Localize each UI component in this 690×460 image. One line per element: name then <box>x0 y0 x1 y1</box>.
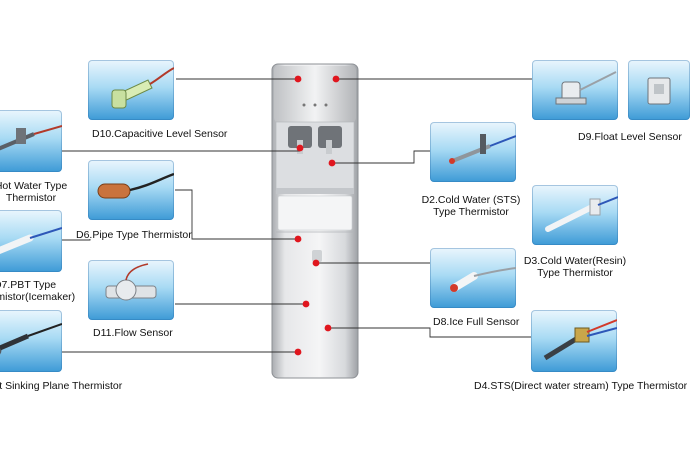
d3-label: D3.Cold Water(Resin) Type Thermistor <box>520 255 630 279</box>
d3-label-line2: Type Thermistor <box>537 267 613 279</box>
sts-direct-stream-thermistor-icon <box>531 310 617 372</box>
hot-water-label-line1: Hot Water Type <box>0 180 68 192</box>
float-level-sensor-alt-icon <box>628 60 690 120</box>
sensor-position-dots <box>294 75 340 356</box>
d7-label: D7.PBT Type Thermistor(Icemaker) <box>0 279 80 303</box>
d11-label: D11.Flow Sensor <box>93 327 173 339</box>
hot-water-label-line2: Thermistor <box>5 192 57 204</box>
cold-water-sts-thermistor-icon <box>430 122 516 182</box>
hot-water-label: Hot Water Type Thermistor <box>0 180 76 204</box>
cold-water-resin-thermistor-icon <box>532 185 618 245</box>
flow-sensor-icon <box>88 260 174 320</box>
pipe-thermistor-icon <box>88 160 174 220</box>
capacitive-level-sensor-icon <box>88 60 174 120</box>
ice-full-sensor-icon <box>430 248 516 308</box>
d2-label-line2: Type Thermistor <box>433 206 509 218</box>
d3-label-line1: D3.Cold Water(Resin) <box>523 255 627 267</box>
d8-label: D8.Ice Full Sensor <box>433 316 520 328</box>
d4-label: D4.STS(Direct water stream) Type Thermis… <box>474 380 688 392</box>
d6-label: D6.Pipe Type Thermistor <box>76 229 192 241</box>
water-dispenser <box>271 63 359 379</box>
heat-sink-thermistor-icon <box>0 310 62 372</box>
leader-lines <box>62 78 532 353</box>
d2-label: D2.Cold Water (STS) Type Thermistor <box>416 194 526 218</box>
d2-label-line1: D2.Cold Water (STS) <box>421 194 521 206</box>
d7-label-line1: D7.PBT Type <box>0 279 57 291</box>
pbt-thermistor-icon <box>0 210 62 272</box>
float-level-sensor-icon <box>532 60 618 120</box>
heat-sink-label: Heat Sinking Plane Thermistor <box>0 380 123 392</box>
d9-label: D9.Float Level Sensor <box>578 131 682 143</box>
d7-label-line2: Thermistor(Icemaker) <box>0 291 76 303</box>
hot-water-thermistor-icon <box>0 110 62 172</box>
d10-label: D10.Capacitive Level Sensor <box>92 128 228 140</box>
